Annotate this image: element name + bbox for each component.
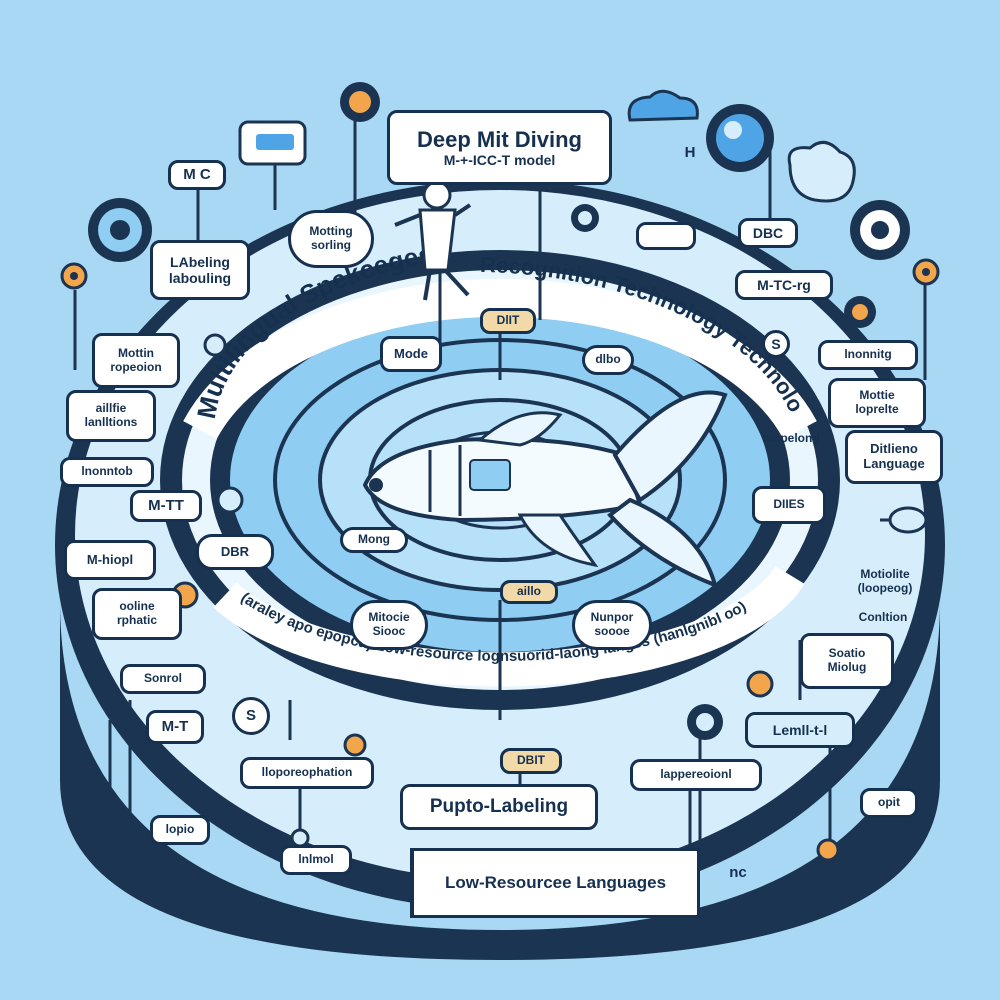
callout-llopore: lloporeophation: [240, 757, 374, 789]
title-card: Deep Mit Diving M-+-ICC-T model: [387, 110, 612, 185]
dot-marker: [696, 713, 714, 731]
target-icon-left: [88, 198, 152, 262]
dot-marker: [746, 670, 774, 698]
globe-icon: [706, 104, 774, 172]
dot-marker: [290, 828, 310, 848]
outer-arc-band: [183, 278, 817, 440]
callout-mode: Mode: [380, 336, 442, 372]
dot-marker: [203, 333, 227, 357]
callout-dnc: [636, 222, 696, 250]
callout-ailfle: aillfie lanlltions: [66, 390, 156, 442]
callout-mottin: Mottin ropeoion: [92, 333, 180, 388]
title-line-2: M-+-ICC-T model: [443, 152, 556, 169]
callout-opit: opit: [860, 788, 918, 818]
callout-dbr: DBR: [196, 534, 274, 570]
callout-dbc-top: DBC: [738, 218, 798, 248]
callout-dillieno: Ditlieno Language: [845, 430, 943, 484]
pin-icon-top: [340, 82, 380, 122]
callout-s-right: S: [762, 330, 790, 358]
gear-icon-right: [912, 258, 940, 286]
dot-marker: [816, 838, 840, 862]
fish-submarine: [362, 390, 728, 589]
dot-marker: [343, 733, 367, 757]
callout-lemlt: Lemll-t-l: [745, 712, 855, 748]
callout-mihiopl: M-hiopl: [64, 540, 156, 580]
eye-icon: [888, 506, 928, 534]
callout-s-left: S: [232, 697, 270, 735]
callout-mtcrg: M-TC-rg: [735, 270, 833, 300]
inner-arc-band: [213, 565, 805, 687]
callout-monitoring: lnonnitg: [818, 340, 918, 370]
callout-mong: Mong: [340, 527, 408, 553]
callout-lnlmol: lnlmol: [280, 845, 352, 875]
callout-montob: lnonntob: [60, 457, 154, 487]
callout-mtt: M-TT: [130, 490, 202, 522]
callout-motiolite: Motiolite (loopeog): [857, 567, 913, 595]
callout-dlit: DlIT: [480, 308, 536, 334]
callout-conltion: Conltion: [858, 610, 908, 625]
cloud-icon: [627, 89, 699, 122]
target-icon-right: [850, 200, 910, 260]
callout-soatio: Soatio Miolug: [800, 633, 894, 689]
brain-icon: [787, 140, 856, 203]
callout-lopio: lopio: [150, 815, 210, 845]
callout-aillo: aillo: [500, 580, 558, 604]
title-line-1: Deep Mit Diving: [416, 126, 582, 152]
callout-nunpor: Nunpor soooe: [572, 600, 652, 650]
callout-pupto: Pupto-Labeling: [400, 784, 598, 830]
callout-mottie: Mottie loprelte: [828, 378, 926, 428]
dot-marker: [578, 211, 592, 225]
callout-dots-right: DIIES: [752, 486, 826, 524]
callout-mopelong: mopelong: [762, 431, 820, 446]
callout-mt: M-T: [146, 710, 204, 744]
bottom-banner: Low-Resourcee Languages: [410, 848, 700, 918]
callout-h: H: [684, 144, 696, 162]
dot-marker: [216, 486, 244, 514]
callout-ooline: ooline rphatic: [92, 588, 182, 640]
callout-mitocie: Mitocie Siooc: [350, 600, 428, 650]
chat-icon: [238, 120, 307, 166]
callout-mc: M C: [168, 160, 226, 190]
callout-labeling: LAbeling labouling: [150, 240, 250, 300]
diver-figure: [394, 180, 472, 301]
callout-dobo: dlbo: [582, 345, 634, 375]
dot-marker: [852, 304, 868, 320]
callout-lappere: lappereoionl: [630, 759, 762, 791]
callout-dbit: DBIT: [500, 748, 562, 774]
callout-sonrol: Sonrol: [120, 664, 206, 694]
gear-icon-left: [60, 262, 88, 290]
callout-nc: nc: [729, 864, 747, 882]
callout-motting: Motting sorling: [288, 210, 374, 268]
